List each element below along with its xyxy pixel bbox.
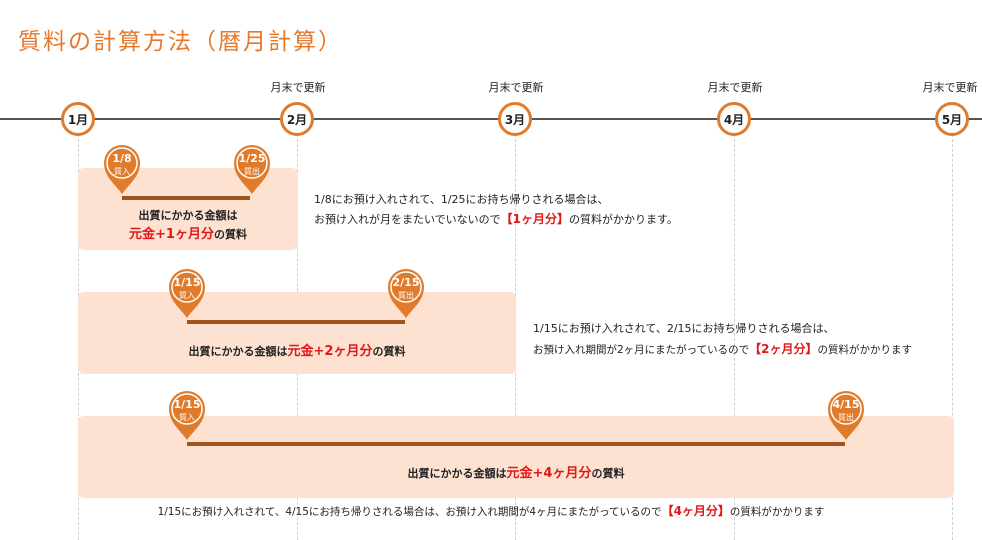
case-1-box-line2: 元金+1ヶ月分の質料: [78, 223, 298, 242]
case-1-desc-line2: お預け入れが月をまたいでいないので【1ヶ月分】の質料がかかります。: [314, 210, 678, 227]
update-label: 月末で更新: [707, 81, 763, 94]
case-3-box-prefix: 出質にかかる金額は: [407, 467, 507, 480]
case-3-box-suffix: の質料: [591, 467, 625, 480]
update-label: 月末で更新: [488, 81, 544, 94]
case-3-duration-bar: [187, 442, 845, 446]
map-pin-icon: [388, 269, 424, 318]
page-title: 質料の計算方法（暦月計算）: [18, 29, 343, 55]
case-3-start-pin: 1/15 質入: [167, 389, 207, 441]
case-1-desc-text: お預け入れが月をまたいでいないので: [314, 213, 501, 226]
case-1-duration-bar: [122, 196, 250, 200]
case-2-box-text: 出質にかかる金額は元金+2ヶ月分の質料: [78, 340, 516, 359]
month-marker-jan: 1月: [61, 102, 95, 136]
pin-date: 1/15: [173, 398, 201, 411]
case-1-end-pin: 1/25 質出: [232, 143, 272, 195]
case-2-duration-bar: [187, 320, 405, 324]
case-3-desc-text: 1/15にお預け入れされて、4/15にお持ち帰りされる場合は、お預け入れ期間が4…: [157, 506, 662, 518]
case-3-box: [78, 416, 954, 498]
pin-tag: 質出: [244, 167, 260, 176]
pin-tag: 質入: [114, 167, 130, 176]
case-3-desc-text-end: の質料がかかります: [729, 506, 825, 518]
pin-tag: 質出: [838, 413, 854, 422]
pin-tag: 質出: [398, 291, 414, 300]
case-2-end-pin: 2/15 質出: [386, 267, 426, 319]
pin-date: 4/15: [832, 398, 860, 411]
case-2-amount: 元金+2ヶ月分: [287, 344, 373, 359]
pin-date: 1/15: [173, 276, 201, 289]
case-1-desc-highlight: 【1ヶ月分】: [500, 212, 570, 226]
pin-date: 2/15: [392, 276, 420, 289]
case-2-desc-text-end: の質料がかかります: [817, 344, 913, 356]
case-3-amount: 元金+4ヶ月分: [506, 466, 592, 481]
month-guide-line: [734, 134, 735, 540]
map-pin-icon: [169, 269, 205, 318]
case-2-desc-line2: お預け入れ期間が2ヶ月にまたがっているので【2ヶ月分】の質料がかかります: [533, 340, 912, 357]
case-1-amount: 元金+1ヶ月分: [129, 227, 214, 242]
pin-date: 1/8: [112, 152, 132, 165]
case-1-box-line1: 出質にかかる金額は: [138, 209, 238, 222]
map-pin-icon: [169, 391, 205, 440]
pin-tag: 質入: [179, 291, 195, 300]
case-1-desc-line1: 1/8にお預け入れされて、1/25にお持ち帰りされる場合は、: [314, 193, 609, 206]
case-2-box-prefix: 出質にかかる金額は: [188, 345, 288, 358]
pin-tag: 質入: [179, 413, 195, 422]
update-label: 月末で更新: [270, 81, 326, 94]
month-marker-apr: 4月: [717, 102, 751, 136]
month-marker-may: 5月: [935, 102, 969, 136]
case-3-end-pin: 4/15 質出: [826, 389, 866, 441]
case-2-start-pin: 1/15 質入: [167, 267, 207, 319]
case-2-box-suffix: の質料: [372, 345, 406, 358]
case-3-desc-highlight: 【4ヶ月分】: [661, 504, 730, 518]
month-marker-mar: 3月: [498, 102, 532, 136]
case-2-desc-text: お預け入れ期間が2ヶ月にまたがっているので: [533, 344, 750, 356]
map-pin-icon: [234, 145, 270, 194]
case-1-desc-text-end: の質料がかかります。: [569, 213, 678, 226]
month-marker-feb: 2月: [280, 102, 314, 136]
case-3-desc: 1/15にお預け入れされて、4/15にお持ち帰りされる場合は、お預け入れ期間が4…: [0, 502, 982, 519]
case-1-start-pin: 1/8 質入: [102, 143, 142, 195]
case-2-desc-line1: 1/15にお預け入れされて、2/15にお持ち帰りされる場合は、: [533, 322, 835, 335]
map-pin-icon: [828, 391, 864, 440]
case-2-box: [78, 292, 516, 374]
map-pin-icon: [104, 145, 140, 194]
update-label: 月末で更新: [922, 81, 978, 94]
pin-date: 1/25: [238, 152, 266, 165]
case-3-box-text: 出質にかかる金額は元金+4ヶ月分の質料: [78, 462, 954, 481]
month-guide-line: [952, 134, 953, 540]
case-1-box-suffix: の質料: [213, 228, 247, 241]
case-2-desc-highlight: 【2ヶ月分】: [749, 342, 818, 356]
timeline-line: [0, 118, 982, 120]
